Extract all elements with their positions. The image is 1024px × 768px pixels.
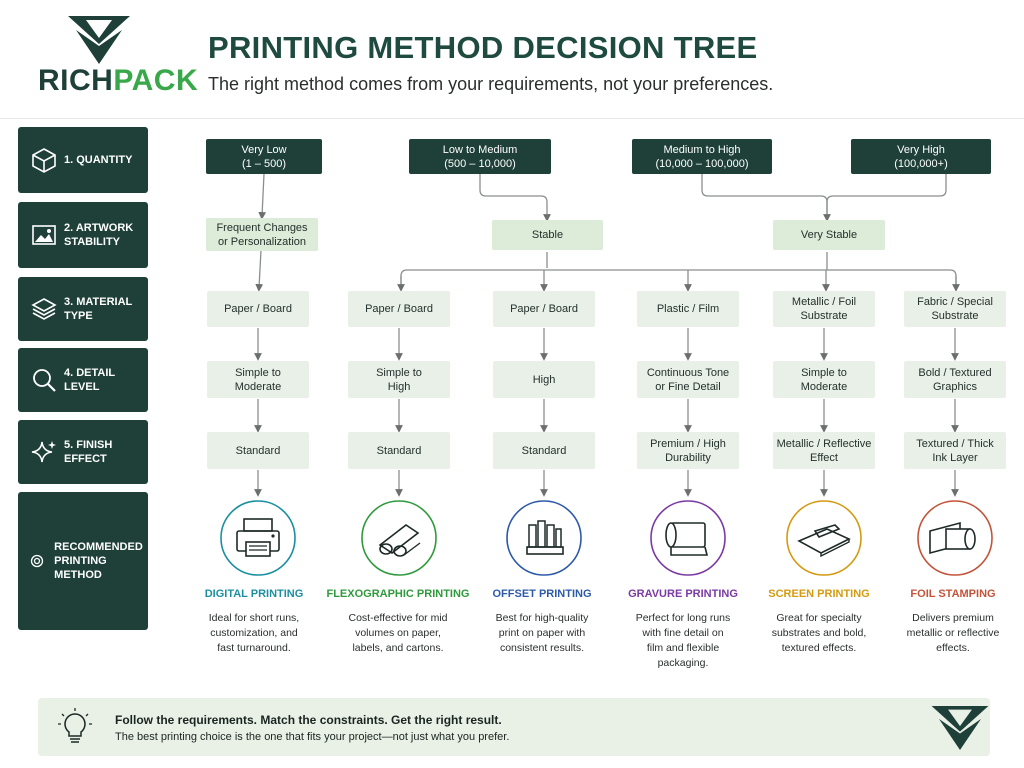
quantity-very-high: Very High(100,000+) xyxy=(851,139,991,174)
method-name-digital: DIGITAL PRINTING xyxy=(204,588,304,600)
footer-subline: The best printing choice is the one that… xyxy=(115,731,510,743)
row-label-quantity: 1. QUANTITY xyxy=(18,127,148,193)
footer-headline: Follow the requirements. Match the const… xyxy=(115,713,502,727)
footer-banner xyxy=(38,698,990,756)
cube-icon xyxy=(32,148,56,173)
finish-box: Standard xyxy=(207,432,309,469)
page-subtitle: The right method comes from your require… xyxy=(208,74,774,94)
sparkle-icon xyxy=(31,441,56,463)
method-name-screen: SCREEN PRINTING xyxy=(768,588,870,600)
magnifier-icon xyxy=(33,369,56,392)
logo-text: RICHPACK xyxy=(38,64,199,97)
film-roll-icon xyxy=(650,500,726,576)
quantity-low-medium: Low to Medium(500 – 10,000) xyxy=(409,139,551,174)
finish-box: Standard xyxy=(348,432,450,469)
logo-mark-small-icon xyxy=(931,706,989,750)
paper-stack-icon xyxy=(506,500,582,576)
squeegee-icon xyxy=(786,500,862,576)
page-title: PRINTING METHOD DECISION TREE xyxy=(208,30,758,65)
header-divider xyxy=(0,118,1024,119)
method-name-offset: OFFSET PRINTING xyxy=(492,588,592,600)
roller-icon xyxy=(361,500,437,576)
lightbulb-icon xyxy=(58,708,92,743)
layers-icon xyxy=(31,298,57,320)
material-box: Paper / Board xyxy=(207,291,309,327)
material-box: Plastic / Film xyxy=(637,291,739,327)
quantity-very-low: Very Low(1 – 500) xyxy=(206,139,322,174)
method-name-flexographic: FLEXOGRAPHIC PRINTING xyxy=(326,588,470,600)
finish-box: Standard xyxy=(493,432,595,469)
material-box: Paper / Board xyxy=(493,291,595,327)
material-box: Paper / Board xyxy=(348,291,450,327)
image-icon xyxy=(32,225,56,245)
stability-stable: Stable xyxy=(492,220,603,250)
foil-roll-icon xyxy=(917,500,993,576)
target-icon xyxy=(30,554,44,568)
quantity-medium-high: Medium to High(10,000 – 100,000) xyxy=(632,139,772,174)
logo-mark-icon xyxy=(68,16,130,64)
printer-icon xyxy=(220,500,296,576)
stability-very-stable: Very Stable xyxy=(773,220,885,250)
detail-box: High xyxy=(493,361,595,398)
method-name-foil: FOIL STAMPING xyxy=(910,588,996,600)
method-name-gravure: GRAVURE PRINTING xyxy=(628,588,738,600)
